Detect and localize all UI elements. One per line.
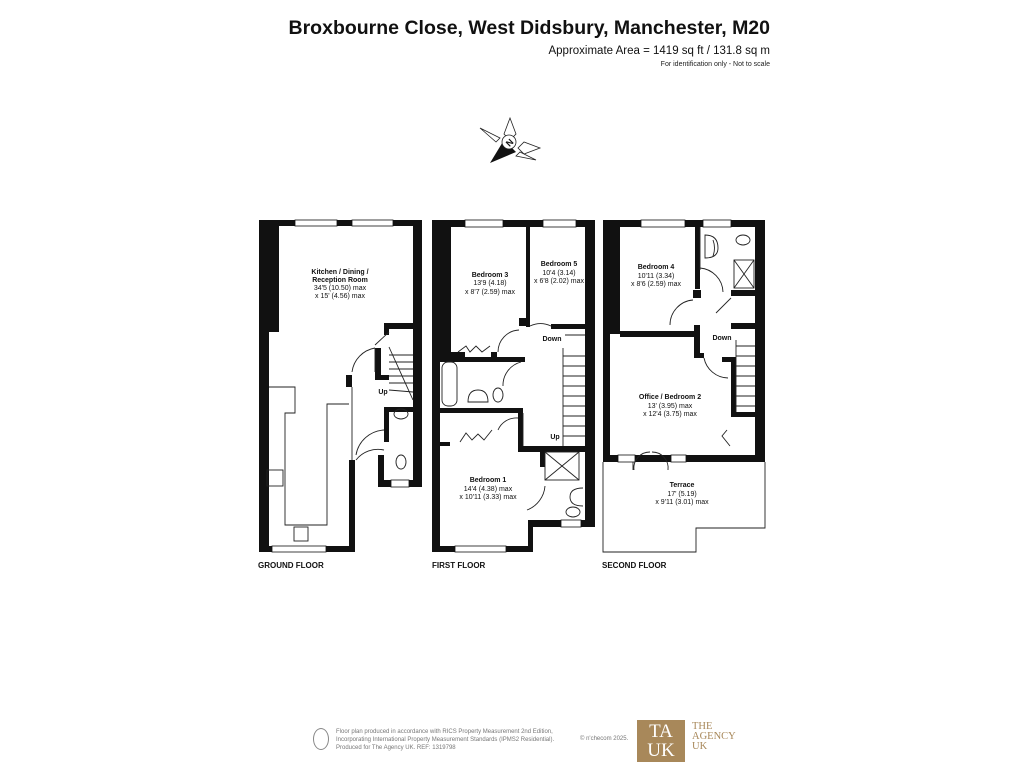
ground-floor-plan: Kitchen / Dining / Reception Room 34'5 (… bbox=[259, 219, 422, 553]
room-dimension: x 8'7 (2.59) max bbox=[465, 289, 515, 296]
logo-text-line: AGENCY bbox=[692, 731, 736, 742]
stairs-down-label: Down bbox=[542, 336, 561, 343]
footer-line: Incorporating International Property Mea… bbox=[336, 737, 555, 743]
room-dimension: x 6'8 (2.02) max bbox=[534, 278, 584, 285]
first-floor-label: FIRST FLOOR bbox=[432, 561, 486, 570]
copyright: © n'checom 2025. bbox=[580, 736, 629, 742]
agency-logo-text: THE AGENCY UK bbox=[692, 721, 736, 752]
room-dimension: x 8'6 (2.59) max bbox=[631, 281, 681, 288]
logo-text-line: THE bbox=[692, 721, 713, 732]
room-dimension: 13' (3.95) max bbox=[648, 403, 693, 410]
property-title: Broxbourne Close, West Didsbury, Manches… bbox=[288, 17, 770, 39]
footer-line: Floor plan produced in accordance with R… bbox=[336, 729, 553, 735]
room-label-bedroom-3: Bedroom 3 bbox=[472, 272, 509, 279]
first-floor-plan: Bedroom 3 13'9 (4.18) x 8'7 (2.59) max B… bbox=[432, 219, 595, 553]
scale-note: For identification only - Not to scale bbox=[660, 61, 770, 68]
stairs-up-label: Up bbox=[378, 389, 387, 396]
second-floor-label: SECOND FLOOR bbox=[602, 561, 667, 570]
room-dimension: 10'4 (3.14) bbox=[542, 270, 575, 277]
room-dimension: 13'9 (4.18) bbox=[473, 280, 506, 287]
room-label-office-bedroom-2: Office / Bedroom 2 bbox=[639, 394, 701, 401]
room-dimension: 10'11 (3.34) bbox=[638, 273, 675, 280]
footer-disclaimer: Floor plan produced in accordance with R… bbox=[336, 728, 554, 752]
staircase bbox=[735, 340, 755, 412]
room-label-bedroom-4: Bedroom 4 bbox=[638, 264, 675, 271]
room-dimension: x 12'4 (3.75) max bbox=[643, 411, 697, 418]
room-label-bedroom-5: Bedroom 5 bbox=[541, 261, 578, 268]
compass-north-label: N bbox=[504, 137, 516, 149]
second-floor-plan: Bedroom 4 10'11 (3.34) x 8'6 (2.59) max … bbox=[602, 219, 766, 553]
room-label-terrace: Terrace bbox=[670, 482, 695, 489]
ground-floor-label: GROUND FLOOR bbox=[258, 561, 324, 570]
rics-icon bbox=[313, 728, 329, 750]
staircase bbox=[562, 348, 585, 446]
room-dimension: x 9'11 (3.01) max bbox=[655, 499, 709, 506]
footer-line: Produced for The Agency UK. REF: 1319798 bbox=[336, 745, 456, 751]
room-label-kitchen-line2: Reception Room bbox=[312, 277, 368, 284]
logo-text-line: UK bbox=[692, 741, 708, 752]
approximate-area: Approximate Area = 1419 sq ft / 131.8 sq… bbox=[548, 45, 770, 57]
room-dimension: x 15' (4.56) max bbox=[315, 293, 365, 300]
room-label-bedroom-1: Bedroom 1 bbox=[470, 477, 507, 484]
stairs-up-label: Up bbox=[550, 434, 559, 441]
room-label-kitchen: Kitchen / Dining / bbox=[311, 269, 368, 276]
room-dimension: 14'4 (4.38) max bbox=[464, 486, 513, 493]
stairs-down-label: Down bbox=[712, 335, 731, 342]
room-dimension: 34'5 (10.50) max bbox=[314, 285, 367, 292]
room-dimension: 17' (5.19) bbox=[667, 491, 696, 498]
compass-icon: N bbox=[479, 116, 542, 163]
room-dimension: x 10'11 (3.33) max bbox=[459, 494, 517, 501]
